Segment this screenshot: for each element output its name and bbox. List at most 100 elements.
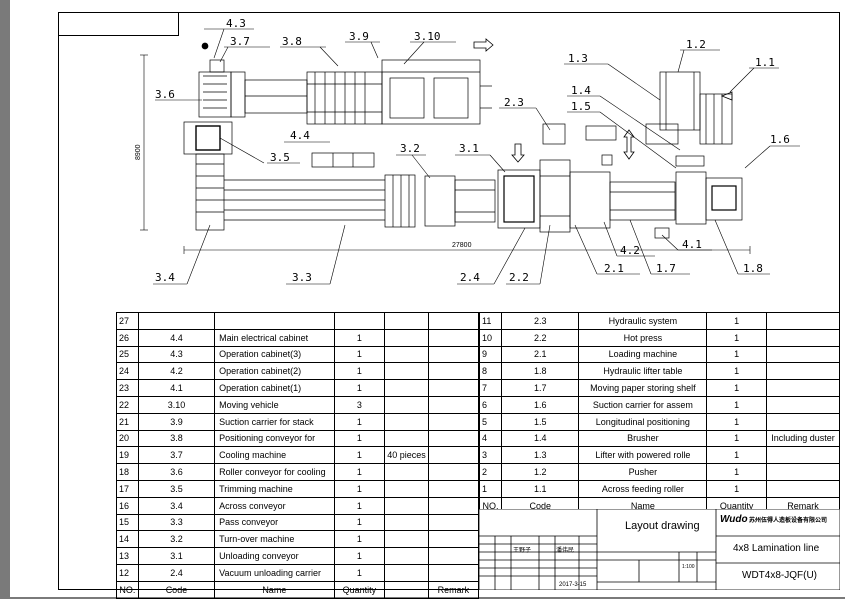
table-cell: [384, 513, 429, 532]
column-header: Name: [214, 580, 335, 599]
table-cell: Cooling machine: [214, 446, 335, 465]
equipment-3-7: [244, 71, 383, 125]
designer: 王野子: [513, 548, 532, 554]
table-cell: 1: [333, 446, 386, 465]
label-4-1: 4.1: [682, 238, 702, 251]
label-3-10: 3.10: [414, 30, 441, 43]
label-2-2: 2.2: [509, 271, 529, 284]
table-cell: 19: [116, 446, 139, 465]
table-cell: 11: [479, 312, 502, 330]
table-cell: Turn-over machine: [214, 530, 335, 549]
table-cell: [427, 412, 480, 431]
operation-cabinet-1: [654, 227, 670, 239]
label-1-4: 1.4: [571, 84, 591, 97]
table-cell: Pass conveyor: [214, 513, 335, 532]
table-cell: Moving paper storing shelf: [578, 379, 708, 397]
table-cell: [384, 345, 429, 364]
table-cell: [384, 395, 429, 414]
table-cell: 1: [706, 463, 768, 481]
table-cell: [427, 446, 480, 465]
table-cell: 9: [479, 345, 502, 364]
table-cell: [427, 479, 480, 498]
table-cell: [384, 463, 429, 481]
table-cell: [766, 362, 840, 381]
equipment-3-5: [183, 121, 233, 155]
table-cell: [766, 312, 840, 330]
table-cell: 1.3: [500, 446, 580, 465]
table-cell: 1: [333, 513, 386, 532]
scale: 1:100: [682, 564, 695, 570]
company-name: 苏州伍得人造板设备有限公司: [749, 518, 828, 524]
table-cell: 1.7: [500, 379, 580, 397]
table-cell: [766, 345, 840, 364]
table-cell: Hydraulic lifter table: [578, 362, 708, 381]
table-cell: [427, 345, 480, 364]
table-cell: 1: [333, 328, 386, 347]
label-2-1: 2.1: [604, 262, 624, 275]
table-cell: [214, 312, 335, 330]
table-cell: 1.5: [500, 412, 580, 431]
equipment-3-1: [497, 169, 541, 229]
table-cell: 17: [116, 479, 139, 498]
line-name: 4x8 Lamination line: [733, 543, 820, 554]
table-cell: 2.1: [500, 345, 580, 364]
operation-cabinet-2: [601, 154, 613, 166]
table-cell: 1: [706, 446, 768, 465]
table-cell: [427, 395, 480, 414]
table-cell: Across conveyor: [214, 496, 335, 515]
table-cell: 12: [116, 563, 139, 582]
label-2-4: 2.4: [460, 271, 480, 284]
column-header: [384, 580, 429, 599]
table-cell: Hydraulic system: [578, 312, 708, 330]
table-cell: 3.9: [137, 412, 216, 431]
table-cell: 4.2: [137, 362, 216, 381]
table-cell: [766, 463, 840, 481]
checker: 潘伟民: [556, 548, 575, 554]
label-3-1: 3.1: [459, 142, 479, 155]
equipment-3-4: [195, 153, 225, 231]
table-cell: 18: [116, 463, 139, 481]
drawing-code: WDT4x8-JQF(U): [742, 570, 817, 581]
table-cell: 1: [333, 563, 386, 582]
table-cell: 1: [706, 412, 768, 431]
table-cell: 22: [116, 395, 139, 414]
table-cell: Lifter with powered rolle: [578, 446, 708, 465]
table-cell: 1: [706, 379, 768, 397]
table-cell: Trimming machine: [214, 479, 335, 498]
table-cell: 1: [333, 379, 386, 397]
table-cell: [384, 412, 429, 431]
table-cell: 2.3: [500, 312, 580, 330]
label-4-3: 4.3: [226, 17, 246, 30]
table-cell: Operation cabinet(2): [214, 362, 335, 381]
table-cell: 1: [333, 530, 386, 549]
company-logo: Wudo: [720, 514, 748, 525]
equipment-2-2: [539, 159, 571, 233]
table-cell: [766, 328, 840, 347]
table-cell: [427, 328, 480, 347]
column-header: Code: [137, 580, 216, 599]
table-cell: 26: [116, 328, 139, 347]
table-cell: 1: [333, 547, 386, 565]
table-cell: 7: [479, 379, 502, 397]
table-cell: 8: [479, 362, 502, 381]
table-cell: [766, 379, 840, 397]
label-1-7: 1.7: [656, 262, 676, 275]
table-cell: 1: [706, 479, 768, 498]
table-cell: 1: [333, 412, 386, 431]
table-cell: 27: [116, 312, 139, 330]
table-cell: 21: [116, 412, 139, 431]
table-cell: Unloading conveyor: [214, 547, 335, 565]
table-cell: 1: [706, 345, 768, 364]
table-cell: [384, 328, 429, 347]
equipment-1-3: [645, 123, 679, 145]
equipment-3-6: [198, 71, 246, 118]
table-cell: 20: [116, 429, 139, 448]
